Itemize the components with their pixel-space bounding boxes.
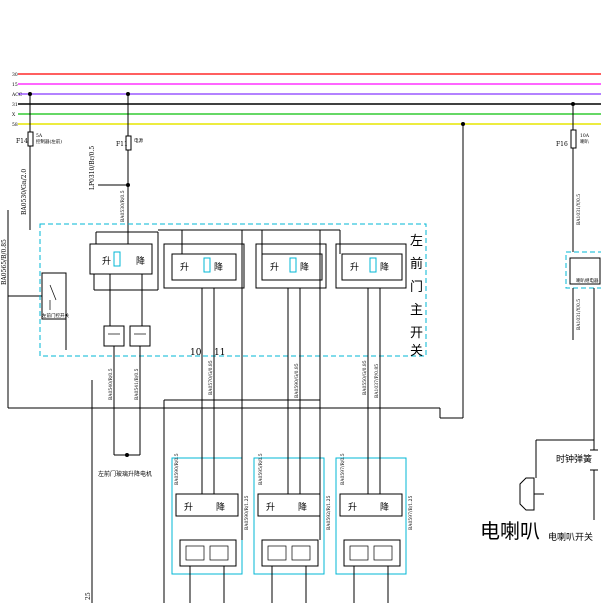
wire-motor1-label: BA0540/R/0.5 xyxy=(108,368,114,400)
wire-sw3-label: BA1037/P/0.85 xyxy=(374,364,380,398)
svg-text:ACC: ACC xyxy=(11,92,23,98)
wire-f16-label: BA1031/Y/0.5 xyxy=(576,194,582,225)
switch-module-left: 升 降 BA0540/R/0.5 BA0541/B/0.5 xyxy=(89,231,159,455)
wire-lower5-label: BA0592/R/1.25 xyxy=(326,495,332,530)
door-switch-label: 左前门控开关 xyxy=(42,312,69,319)
wire-motor2-label: BA0541/B/0.5 xyxy=(134,368,140,400)
wire-right1-label: BA1031/Y/0.5 xyxy=(576,299,582,330)
switch-module-1: 升 降 xyxy=(163,243,245,430)
down-label: 降 xyxy=(216,501,225,513)
motor-label: 左前门玻璃升降电机 xyxy=(98,470,152,478)
down-label: 降 xyxy=(380,501,389,513)
wire-sw3b-label: BA0550/G/0.85 xyxy=(362,360,368,395)
svg-text:31: 31 xyxy=(12,102,18,108)
wire-lower6-label: BA0597/B/1.25 xyxy=(408,495,414,530)
switch-module-2: 升 降 xyxy=(255,243,327,430)
lower-module-3: 升 降 BA0597/R/0.5 BA0597/B/1.25 xyxy=(335,430,414,603)
wire-sw1-label: BA0570/G/0.85 xyxy=(208,360,214,395)
fuse-f16-name: 喇叭 xyxy=(580,138,589,145)
wire-lower2-label: BA0595/R/0.5 xyxy=(258,453,264,485)
svg-text:58: 58 xyxy=(12,122,18,128)
svg-text:X: X xyxy=(12,112,16,118)
lower-module-2: 升 降 BA0595/R/0.5 BA0592/R/1.25 xyxy=(253,430,332,603)
up-label: 升 xyxy=(266,502,275,513)
fuse-f14-rating: 5A xyxy=(36,133,43,139)
switch-module-3: 升 降 xyxy=(335,243,407,430)
fuse-f11-name: 电源 xyxy=(134,137,143,144)
wire-lower1-label: BA0590/R/0.5 xyxy=(174,453,180,485)
fuse-f16-rating: 10A xyxy=(580,133,590,139)
up-label: 升 xyxy=(270,262,279,273)
up-label: 升 xyxy=(184,502,193,513)
down-label: 降 xyxy=(298,501,307,513)
wire-left-label: BA0565/B/0.85 xyxy=(1,239,8,285)
fuse-f14-name: 控制器(左前) xyxy=(36,138,62,145)
clock-spring-label: 时钟弹簧 xyxy=(556,453,592,465)
down-label: 降 xyxy=(214,261,223,273)
down-label: 降 xyxy=(380,261,389,273)
down-label: 降 xyxy=(136,255,145,267)
fuse-f16: F16 10A 喇叭 BA1031/Y/0.5 xyxy=(556,104,590,252)
up-label: 升 xyxy=(348,502,357,513)
up-label: 升 xyxy=(350,262,359,273)
up-label: 升 xyxy=(102,256,111,267)
main-switch-char-4: 主 xyxy=(410,303,423,318)
main-switch-char-1: 左 xyxy=(410,234,423,249)
fuse-f14: F14 5A 控制器(左前) BA0530/Gn/2.0 xyxy=(16,94,62,230)
down-label: 降 xyxy=(300,261,309,273)
wire-lower4-label: BA0590/R/1.25 xyxy=(244,495,250,530)
horn-relay-label: 喇叭继电器 xyxy=(576,277,599,284)
wire-sw2-label: BA0590/G/0.85 xyxy=(294,363,300,398)
fuse-f11: F11 电源 LP0310/Br/0.5 BA0530/R/0.5 xyxy=(89,94,143,232)
horn-label: 电喇叭 xyxy=(480,519,540,543)
main-switch-char-5: 开 xyxy=(410,326,423,341)
wire-f11b-label: BA0530/R/0.5 xyxy=(120,190,126,222)
door-switch: 左前门控开关 xyxy=(8,272,69,350)
wire-lower3-label: BA0597/R/0.5 xyxy=(340,453,346,485)
svg-text:30: 30 xyxy=(12,72,18,78)
horn: 电喇叭 电喇叭开关 时钟弹簧 xyxy=(480,420,598,543)
wire-f11-label: LP0310/Br/0.5 xyxy=(89,146,96,190)
svg-text:15: 15 xyxy=(12,82,18,88)
main-switch-char-2: 前 xyxy=(410,256,423,272)
edge-number: 25 xyxy=(85,592,92,600)
up-label: 升 xyxy=(180,262,189,273)
window-motor: 左前门玻璃升降电机 25 xyxy=(85,380,152,603)
horn-switch-label: 电喇叭开关 xyxy=(548,531,593,543)
fuse-f11-id: F11 xyxy=(116,141,128,148)
lower-module-1: 升 降 BA0590/R/0.5 BA0590/R/1.25 xyxy=(171,430,250,603)
main-switch-box: 左 前 门 主 开 关 xyxy=(39,223,427,359)
pin-11: 11 xyxy=(214,348,225,358)
fuse-f16-id: F16 xyxy=(556,141,568,148)
main-switch-char-3: 门 xyxy=(410,280,423,295)
horn-relay: 喇叭继电器 BA1031/Y/0.5 xyxy=(565,251,601,420)
main-switch-char-6: 关 xyxy=(410,344,423,359)
wire-f14-label: BA0530/Gn/2.0 xyxy=(21,169,28,215)
fuse-f14-id: F14 xyxy=(16,138,28,145)
pin-10: 10 xyxy=(190,348,202,358)
